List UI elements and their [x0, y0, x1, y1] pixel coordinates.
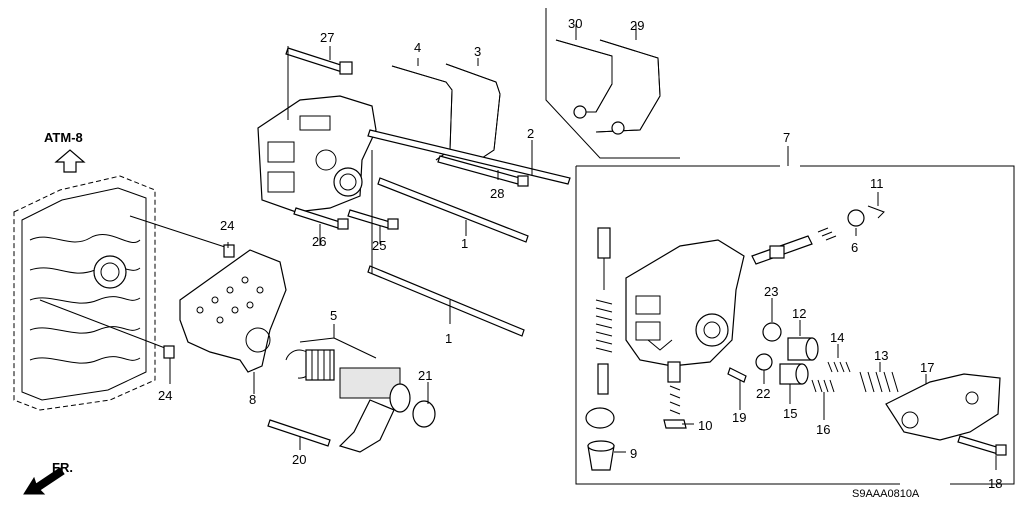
callout-11[interactable]: 11 — [870, 176, 884, 191]
bearing-5[interactable] — [305, 349, 335, 381]
o-ring-21[interactable] — [412, 400, 436, 428]
callout-5[interactable]: 5 — [330, 308, 337, 323]
dowel-pin-upper[interactable] — [223, 244, 235, 258]
pipe-30[interactable] — [555, 39, 613, 113]
spring-13[interactable] — [859, 371, 899, 393]
callout-24-upper[interactable]: 24 — [220, 218, 234, 233]
bolt-18-head[interactable] — [995, 444, 1007, 456]
callout-7[interactable]: 7 — [783, 130, 790, 145]
front-arrow-icon — [23, 467, 65, 495]
bolt-27-head[interactable] — [339, 61, 353, 75]
valve-stem-assembly[interactable] — [585, 227, 615, 471]
callout-27[interactable]: 27 — [320, 30, 334, 45]
callout-22[interactable]: 22 — [756, 386, 770, 401]
callout-25[interactable]: 25 — [372, 238, 386, 253]
shaft-1-lower[interactable] — [367, 265, 525, 337]
callout-15[interactable]: 15 — [783, 406, 797, 421]
front-label: FR. — [52, 460, 73, 475]
separator-plate[interactable] — [179, 249, 287, 373]
callout-10[interactable]: 10 — [698, 418, 712, 433]
transmission-housing[interactable] — [13, 175, 229, 411]
callout-16[interactable]: 16 — [816, 422, 830, 437]
callout-2[interactable]: 2 — [527, 126, 534, 141]
pin-20[interactable] — [267, 419, 331, 447]
callout-4[interactable]: 4 — [414, 40, 421, 55]
dowel-pin-lower[interactable] — [163, 345, 175, 359]
bolt-26[interactable] — [293, 207, 341, 229]
shift-fork-5[interactable] — [338, 367, 411, 453]
o-ring-22[interactable] — [755, 353, 773, 371]
bolt-19[interactable] — [727, 367, 747, 383]
callout-28[interactable]: 28 — [490, 186, 504, 201]
main-valve-body[interactable] — [257, 95, 377, 213]
leader-lines — [169, 24, 997, 470]
callout-8[interactable]: 8 — [249, 392, 256, 407]
atm-reference-label: ATM-8 — [44, 130, 83, 145]
callout-20[interactable]: 20 — [292, 452, 306, 467]
callout-9[interactable]: 9 — [630, 446, 637, 461]
callout-29[interactable]: 29 — [630, 18, 644, 33]
callout-21[interactable]: 21 — [418, 368, 432, 383]
cover-plate-17[interactable] — [885, 373, 1001, 441]
callout-18[interactable]: 18 — [988, 476, 1002, 491]
callout-14[interactable]: 14 — [830, 330, 844, 345]
bolt-28-head[interactable] — [517, 175, 529, 187]
callout-17[interactable]: 17 — [920, 360, 934, 375]
callout-6[interactable]: 6 — [851, 240, 858, 255]
callout-24-lower[interactable]: 24 — [158, 388, 172, 403]
spring-14[interactable] — [827, 361, 851, 373]
front-direction: FR. — [23, 460, 73, 495]
up-arrow-icon — [54, 149, 86, 173]
bolt-18[interactable] — [957, 435, 1001, 455]
regulator-valve-box — [575, 165, 1015, 485]
callout-23[interactable]: 23 — [764, 284, 778, 299]
shaft-1-upper[interactable] — [377, 177, 529, 243]
callout-26[interactable]: 26 — [312, 234, 326, 249]
bolt-27[interactable] — [285, 47, 345, 73]
pipe-3[interactable] — [445, 63, 501, 163]
clip-11[interactable] — [867, 205, 885, 219]
callout-1-lower[interactable]: 1 — [445, 331, 452, 346]
valve-10[interactable] — [663, 361, 687, 429]
callout-1-upper[interactable]: 1 — [461, 236, 468, 251]
bolt-25-head[interactable] — [387, 218, 399, 230]
callout-19[interactable]: 19 — [732, 410, 746, 425]
plug-6[interactable] — [847, 209, 865, 227]
callout-12[interactable]: 12 — [792, 306, 806, 321]
callout-30[interactable]: 30 — [568, 16, 582, 31]
shaft-2[interactable] — [367, 129, 571, 185]
o-ring-23[interactable] — [762, 322, 782, 342]
regulator-valve-body[interactable] — [625, 239, 745, 367]
piston-15[interactable] — [779, 363, 809, 385]
bolt-25[interactable] — [347, 209, 391, 229]
callout-3[interactable]: 3 — [474, 44, 481, 59]
callout-labels: 1 1 2 3 4 5 6 7 8 9 10 11 12 13 14 15 16… — [158, 16, 1002, 491]
piston-12[interactable] — [787, 337, 819, 361]
spring-16[interactable] — [811, 379, 835, 393]
diagram-code: S9AAA0810A — [852, 488, 920, 500]
bolt-26-head[interactable] — [337, 218, 349, 230]
pipe-inset[interactable] — [545, 8, 680, 159]
callout-13[interactable]: 13 — [874, 348, 888, 363]
spool-valve-upper[interactable] — [751, 205, 885, 265]
atm-reference[interactable]: ATM-8 — [44, 130, 86, 173]
